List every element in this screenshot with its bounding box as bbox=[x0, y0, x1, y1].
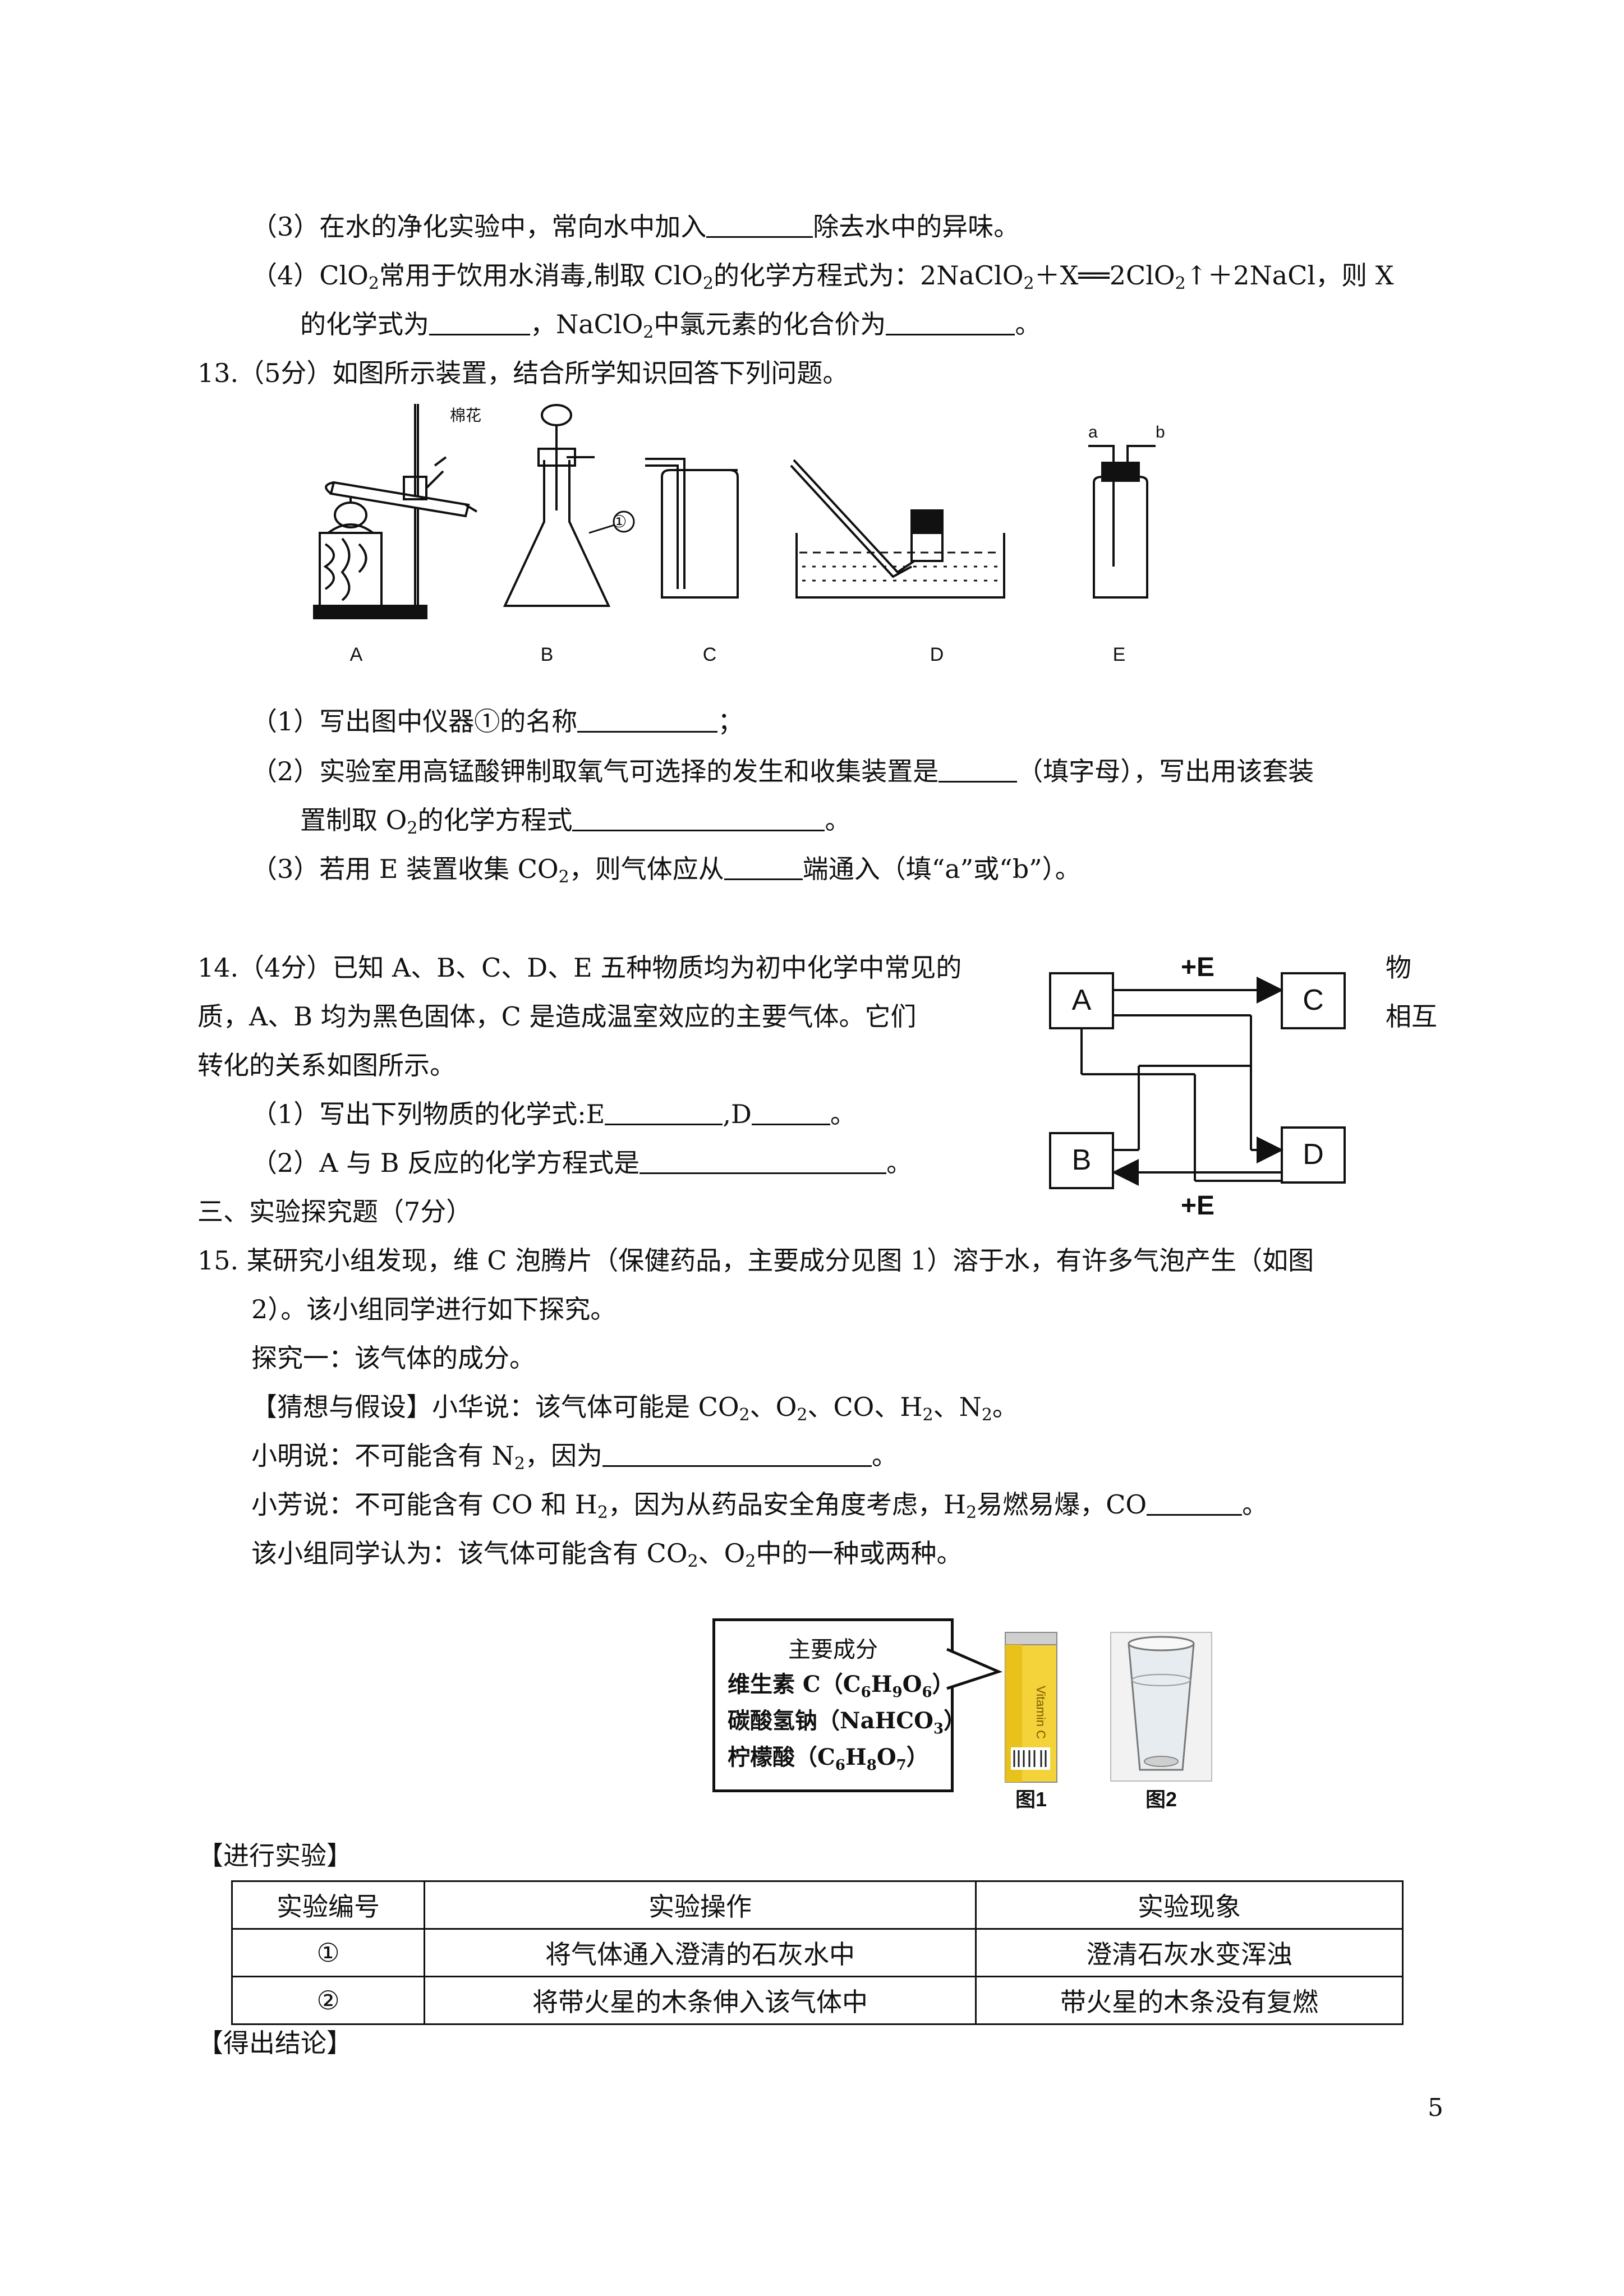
port-b-label: b bbox=[1156, 423, 1165, 441]
table-row: ② 将带火星的木条伸入该气体中 带火星的木条没有复燃 bbox=[231, 1976, 1404, 2025]
table-header: 实验现象 bbox=[975, 1880, 1404, 1930]
q15-xiaofang: 小芳说：不可能含有 CO 和 H2，因为从药品安全角度考虑，H2易燃易爆，CO。 bbox=[251, 1489, 1268, 1522]
answer-blank[interactable] bbox=[751, 1099, 830, 1125]
top-arrow-label: +E bbox=[1181, 953, 1214, 982]
q12-part4-line1: （4）ClO2常用于饮用水消毒,制取 ClO2的化学方程式为：2NaClO2＋X… bbox=[251, 260, 1394, 293]
table-header: 实验操作 bbox=[424, 1880, 977, 1930]
q13-stem: 13.（5分）如图所示装置，结合所学知识回答下列问题。 bbox=[197, 358, 849, 388]
q14-relation-diagram: A C B D +E +E bbox=[1049, 953, 1346, 1221]
answer-blank[interactable] bbox=[429, 309, 530, 335]
callout-title: 主要成分 bbox=[788, 1637, 878, 1663]
q15-hypothesis: 【猜想与假设】小华说：该气体可能是 CO2、O2、CO、H2、N2。 bbox=[251, 1392, 1018, 1425]
apparatus-b bbox=[503, 404, 635, 607]
table-cell: 将气体通入澄清的石灰水中 bbox=[424, 1928, 977, 1977]
table-row: ① 将气体通入澄清的石灰水中 澄清石灰水变浑浊 bbox=[231, 1928, 1404, 1977]
q12-part3: （3）在水的净化实验中，常向水中加入除去水中的异味。 bbox=[251, 211, 1020, 242]
answer-blank[interactable] bbox=[602, 1441, 872, 1467]
cotton-label: 棉花 bbox=[450, 407, 481, 424]
answer-blank[interactable] bbox=[640, 1148, 887, 1174]
answer-blank[interactable] bbox=[938, 756, 1018, 783]
instrument-mark: ① bbox=[612, 513, 627, 531]
label-d: D bbox=[930, 644, 944, 665]
callout-vitamin-c: 维生素 C（C6H9O6） bbox=[728, 1671, 955, 1701]
answer-blank[interactable] bbox=[886, 309, 1015, 335]
bottom-arrow-label: +E bbox=[1181, 1191, 1214, 1221]
apparatus-a bbox=[313, 404, 478, 619]
q15-line2: 2）。该小组同学进行如下探究。 bbox=[251, 1294, 617, 1324]
q14-line3: 转化的关系如图所示。 bbox=[197, 1050, 456, 1080]
q14-part2: （2）A 与 B 反应的化学方程式是。 bbox=[251, 1148, 913, 1178]
apparatus-c bbox=[645, 458, 739, 599]
q13-part3: （3）若用 E 装置收集 CO2，则气体应从端通入（填“a”或“b”）。 bbox=[251, 854, 1081, 887]
page-number: 5 bbox=[1428, 2093, 1443, 2122]
table-cell: 澄清石灰水变浑浊 bbox=[975, 1928, 1404, 1977]
ingredients-callout: 主要成分 维生素 C（C6H9O6） 碳酸氢钠（NaHCO3） 柠檬酸（C6H8… bbox=[712, 1618, 966, 1792]
q12-part4-line2: 的化学式为，NaClO2中氯元素的化合价为。 bbox=[300, 309, 1041, 342]
label-b: B bbox=[541, 644, 554, 665]
node-c-label: C bbox=[1303, 984, 1324, 1016]
callout-sodium-bicarbonate: 碳酸氢钠（NaHCO3） bbox=[728, 1708, 967, 1737]
section-3-heading: 三、实验探究题（7分） bbox=[197, 1197, 472, 1227]
answer-blank[interactable] bbox=[577, 706, 718, 733]
answer-blank[interactable] bbox=[572, 805, 825, 831]
q15-inquiry1: 探究一：该气体的成分。 bbox=[251, 1343, 535, 1373]
effervescent-tube-image: Vitamin C bbox=[1005, 1632, 1057, 1783]
label-c: C bbox=[703, 644, 717, 665]
q14-line2: 质，A、B 均为黑色固体，C 是造成温室效应的主要气体。它们 bbox=[197, 1001, 917, 1032]
label-e: E bbox=[1113, 644, 1126, 665]
node-a-label: A bbox=[1072, 984, 1092, 1016]
q13-part1: （1）写出图中仪器①的名称； bbox=[251, 706, 744, 737]
table-cell: 带火星的木条没有复燃 bbox=[975, 1976, 1404, 2025]
answer-blank[interactable] bbox=[706, 211, 813, 238]
table-cell: ① bbox=[231, 1928, 425, 1977]
q13-apparatus-figure: 棉花 ① a b A B C D E bbox=[313, 404, 1165, 665]
callout-citric-acid: 柠檬酸（C6H8O7） bbox=[728, 1744, 929, 1774]
apparatus-e bbox=[1088, 445, 1156, 599]
glass-of-water-image bbox=[1110, 1632, 1212, 1782]
figure-1-caption: 图1 bbox=[1015, 1788, 1047, 1811]
q13-part2-line2: 置制取 O2的化学方程式。 bbox=[300, 805, 851, 838]
q15-group-view: 该小组同学认为：该气体可能含有 CO2、O2中的一种或两种。 bbox=[251, 1538, 963, 1571]
figure-1-and-2-images: Vitamin C 图1 图2 bbox=[942, 1632, 1212, 1811]
q15-line1: 15. 某研究小组发现，维 C 泡腾片（保健药品，主要成分见图 1）溶于水，有许… bbox=[197, 1245, 1314, 1276]
q14-line1: 14.（4分）已知 A、B、C、D、E 五种物质均为初中化学中常见的 bbox=[197, 953, 962, 983]
label-a: A bbox=[350, 644, 363, 665]
experiment-heading: 【进行实验】 bbox=[197, 1841, 352, 1871]
figure-2-caption: 图2 bbox=[1145, 1788, 1177, 1811]
apparatus-d bbox=[790, 459, 1005, 599]
q14-part1: （1）写出下列物质的化学式:E,D。 bbox=[251, 1099, 856, 1129]
answer-blank[interactable] bbox=[605, 1099, 723, 1125]
answer-blank[interactable] bbox=[724, 854, 803, 880]
q15-xiaoming: 小明说：不可能含有 N2，因为。 bbox=[251, 1441, 898, 1474]
table-cell: 将带火星的木条伸入该气体中 bbox=[424, 1976, 977, 2025]
node-b-label: B bbox=[1072, 1144, 1092, 1176]
table-header-row: 实验编号 实验操作 实验现象 bbox=[231, 1880, 1404, 1930]
node-d-label: D bbox=[1303, 1138, 1324, 1171]
answer-blank[interactable] bbox=[1147, 1489, 1243, 1516]
q14-line2-tail: 相互 bbox=[1386, 1001, 1437, 1032]
tube-text: Vitamin C bbox=[1034, 1686, 1048, 1739]
conclusion-heading: 【得出结论】 bbox=[197, 2028, 352, 2058]
q14-line1-tail: 物 bbox=[1386, 953, 1411, 983]
experiment-table: 实验编号 实验操作 实验现象 ① 将气体通入澄清的石灰水中 澄清石灰水变浑浊 ②… bbox=[231, 1880, 1404, 2025]
q13-part2-line1: （2）实验室用高锰酸钾制取氧气可选择的发生和收集装置是（填字母），写出用该套装 bbox=[251, 756, 1314, 786]
port-a-label: a bbox=[1088, 423, 1098, 441]
table-cell: ② bbox=[231, 1976, 425, 2025]
table-header: 实验编号 bbox=[231, 1880, 425, 1930]
